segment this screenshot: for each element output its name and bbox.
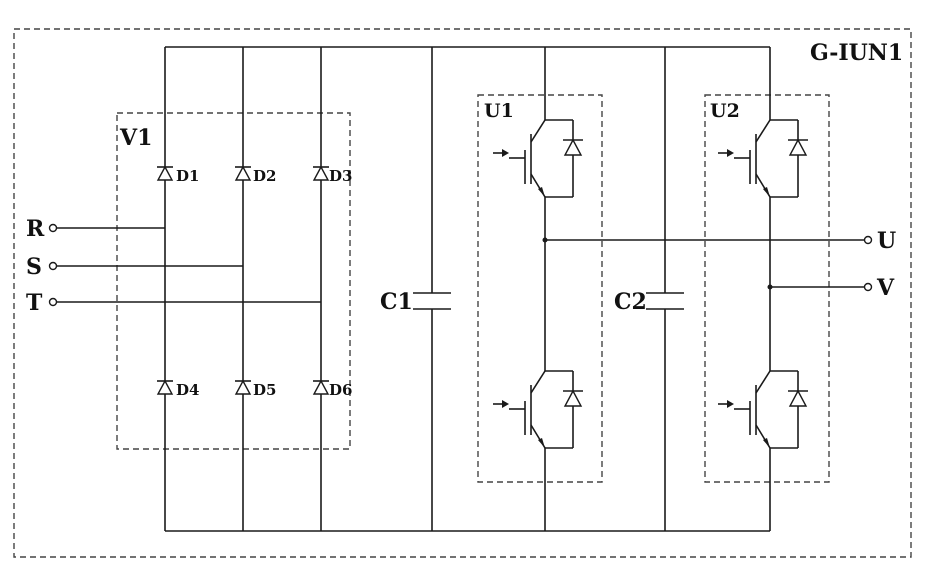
diode-d4-label: D4	[176, 381, 199, 399]
diode-d5-label: D5	[253, 381, 276, 399]
capacitor-c2-label: C2	[614, 289, 647, 315]
igbt-module-u1-boundary	[477, 94, 603, 483]
rectifier-label: V1	[119, 125, 152, 151]
junction-dot-v	[767, 284, 773, 290]
igbt-u2-upper	[717, 111, 809, 206]
input-label-t: T	[26, 290, 43, 316]
diode-d1	[156, 165, 174, 181]
igbt-u1-lower	[492, 362, 584, 457]
diode-d4	[156, 379, 174, 395]
diode-d1-label: D1	[176, 167, 199, 185]
input-label-r: R	[26, 216, 45, 242]
diode-d6	[312, 379, 330, 395]
capacitor-c1-label: C1	[380, 289, 413, 315]
input-terminal-s	[48, 261, 58, 271]
output-terminal-v	[863, 282, 873, 292]
input-label-s: S	[26, 254, 42, 280]
igbt-u2-lower	[717, 362, 809, 457]
diode-d2	[234, 165, 252, 181]
igbt-module-u1-label: U1	[484, 100, 514, 122]
igbt-module-u2-label: U2	[710, 100, 740, 122]
igbt-module-u2-boundary	[704, 94, 830, 483]
output-terminal-u	[863, 235, 873, 245]
diode-d2-label: D2	[253, 167, 276, 185]
module-boundary	[13, 28, 912, 558]
module-label: G-IUN1	[810, 40, 903, 66]
rectifier-boundary	[116, 112, 351, 450]
output-label-v: V	[876, 275, 895, 301]
input-terminal-t	[48, 297, 58, 307]
input-terminal-r	[48, 223, 58, 233]
igbt-u1-upper	[492, 111, 584, 206]
diode-d3	[312, 165, 330, 181]
diode-d5	[234, 379, 252, 395]
diode-d3-label: D3	[329, 167, 352, 185]
output-label-u: U	[877, 228, 896, 254]
diode-d6-label: D6	[329, 381, 352, 399]
junction-dot-u	[542, 237, 548, 243]
